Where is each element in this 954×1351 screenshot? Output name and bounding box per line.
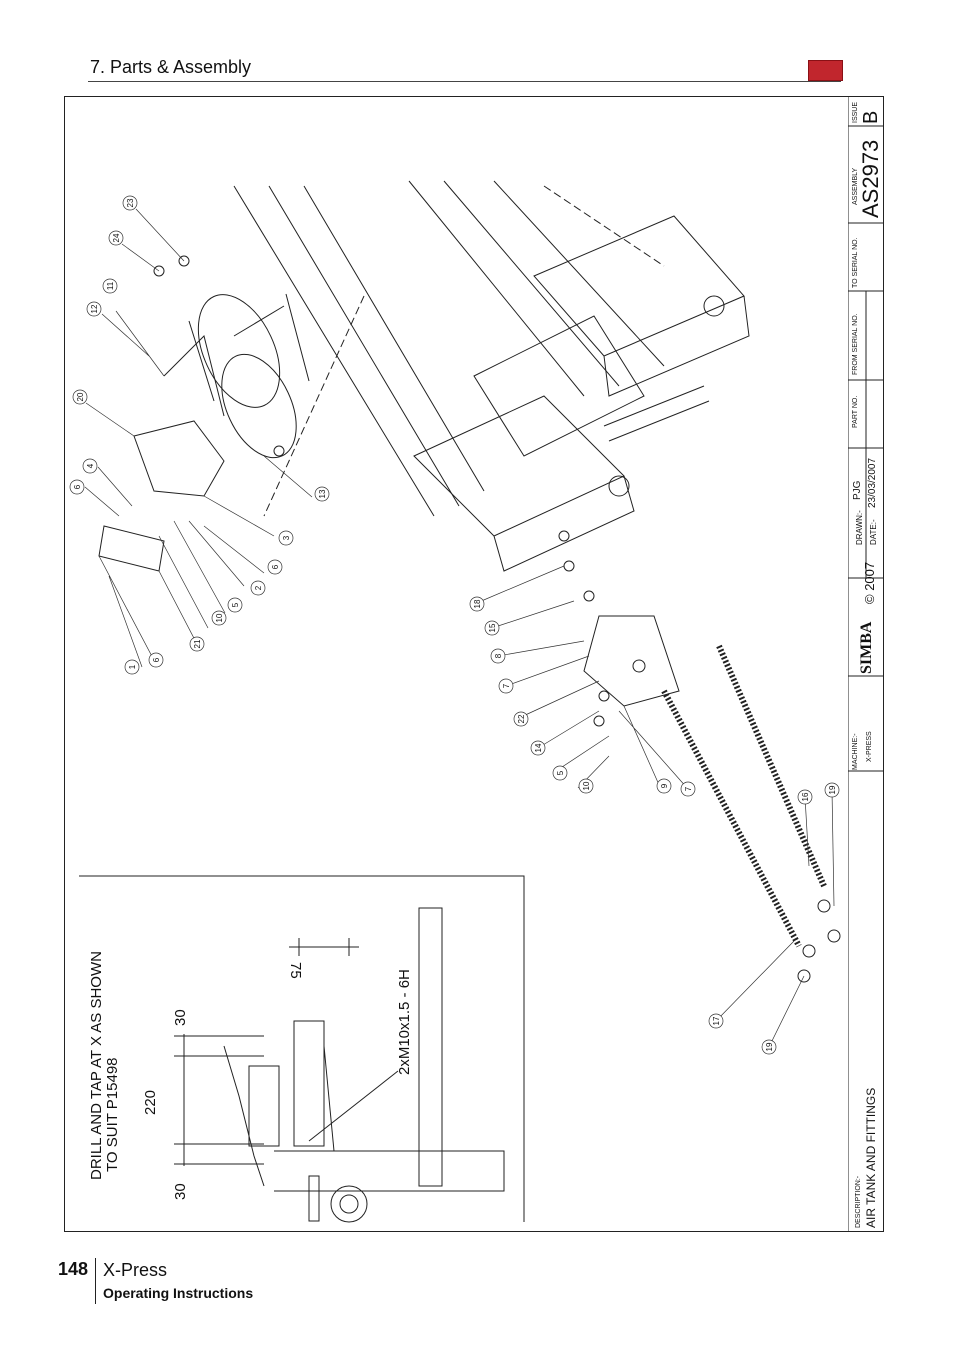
date-value: 23/03/2007 bbox=[867, 457, 878, 508]
frame-box bbox=[413, 395, 635, 572]
description-label: DESCRIPTION:- bbox=[855, 1175, 862, 1228]
callout-label: 24 bbox=[112, 233, 121, 242]
callout-label: 8 bbox=[494, 653, 503, 658]
callout-label: 6 bbox=[271, 564, 280, 569]
title-block-grid bbox=[848, 96, 884, 1232]
callout-label: 14 bbox=[534, 743, 543, 752]
machine-value: X-PRESS bbox=[866, 731, 873, 762]
callout-label: 15 bbox=[488, 623, 497, 632]
frame-beam bbox=[233, 185, 485, 517]
callout-label: 11 bbox=[106, 281, 115, 290]
callout-label: 6 bbox=[152, 657, 161, 662]
callout-label: 5 bbox=[231, 602, 240, 607]
dimension-220: 220 bbox=[142, 1089, 159, 1115]
callout-label: 10 bbox=[582, 781, 591, 790]
air-hose bbox=[661, 644, 827, 948]
valve-plate bbox=[583, 615, 680, 707]
dimension-30-bottom: 30 bbox=[172, 1183, 189, 1200]
callout-label: 1 bbox=[128, 664, 137, 669]
callout-label: 3 bbox=[282, 535, 291, 540]
dimension-75: 75 bbox=[287, 962, 304, 979]
frame-hole bbox=[608, 475, 630, 497]
thread-spec: 2xM10x1.5 - 6H bbox=[396, 969, 413, 1075]
assembly-number: AS2973 bbox=[858, 139, 883, 218]
drawn-label: DRAWN:- bbox=[855, 510, 864, 545]
callout-label: 4 bbox=[86, 463, 95, 468]
detail-border bbox=[79, 875, 525, 1222]
mounting-bracket bbox=[133, 420, 225, 497]
callout-label: 6 bbox=[73, 484, 82, 489]
callout-label: 17 bbox=[712, 1016, 721, 1025]
callout-label: 5 bbox=[556, 770, 565, 775]
title-block-logo: SIMBA bbox=[858, 621, 875, 674]
callout-label: 21 bbox=[193, 639, 202, 648]
footer-divider bbox=[95, 1258, 96, 1304]
footer-subtitle: Operating Instructions bbox=[103, 1285, 254, 1301]
issue-label: ISSUE bbox=[852, 101, 859, 123]
callout-label: 19 bbox=[765, 1042, 774, 1051]
frame-beam bbox=[408, 180, 665, 397]
page-number: 148 bbox=[58, 1259, 89, 1279]
frame-box bbox=[473, 315, 645, 457]
frame-hole bbox=[703, 295, 725, 317]
callout-label: 18 bbox=[473, 599, 482, 608]
mounting-bracket bbox=[98, 525, 165, 572]
detail-note-line2: TO SUIT P15498 bbox=[104, 1057, 121, 1172]
header-rule bbox=[88, 81, 841, 82]
section-title: 7. Parts & Assembly bbox=[90, 57, 252, 77]
callout-label: 20 bbox=[76, 392, 85, 401]
to-serial-label: TO SERIAL NO. bbox=[852, 237, 859, 288]
callout-label: 13 bbox=[318, 489, 327, 498]
callout-label: 22 bbox=[517, 714, 526, 723]
drawing-sheet bbox=[64, 96, 884, 1232]
drawn-value: PJG bbox=[852, 480, 863, 500]
date-label: DATE:- bbox=[869, 519, 878, 545]
copyright: © 2007 bbox=[862, 561, 877, 604]
description-value: AIR TANK AND FITTINGS bbox=[864, 1087, 878, 1228]
callout-label: 7 bbox=[684, 786, 693, 791]
machine-label: MACHINE:- bbox=[852, 733, 859, 770]
callout-label: 19 bbox=[828, 785, 837, 794]
detail-view bbox=[174, 907, 505, 1223]
callout-label: 7 bbox=[502, 683, 511, 688]
detail-note-line1: DRILL AND TAP AT X AS SHOWN bbox=[88, 951, 105, 1180]
issue-value: B bbox=[860, 110, 882, 124]
frame-box bbox=[533, 215, 750, 397]
callout-label: 2 bbox=[254, 585, 263, 590]
dimension-30-top: 30 bbox=[172, 1009, 189, 1026]
callout-label: 12 bbox=[90, 304, 99, 313]
callout-label: 9 bbox=[660, 783, 669, 788]
callout-label: 23 bbox=[126, 198, 135, 207]
callout-label: 10 bbox=[215, 613, 224, 622]
brand-logo bbox=[808, 60, 843, 81]
callout-label: 16 bbox=[801, 792, 810, 801]
from-serial-label: FROM SERIAL NO. bbox=[852, 313, 859, 375]
part-no-label: PART NO. bbox=[852, 395, 859, 428]
air-tank bbox=[163, 293, 310, 459]
frame-tube bbox=[603, 385, 710, 442]
assembly-drawing: 23 24 11 12 20 4 6 13 3 6 2 5 10 21 6 1 … bbox=[69, 180, 841, 1223]
model-name: X-Press bbox=[103, 1260, 168, 1280]
